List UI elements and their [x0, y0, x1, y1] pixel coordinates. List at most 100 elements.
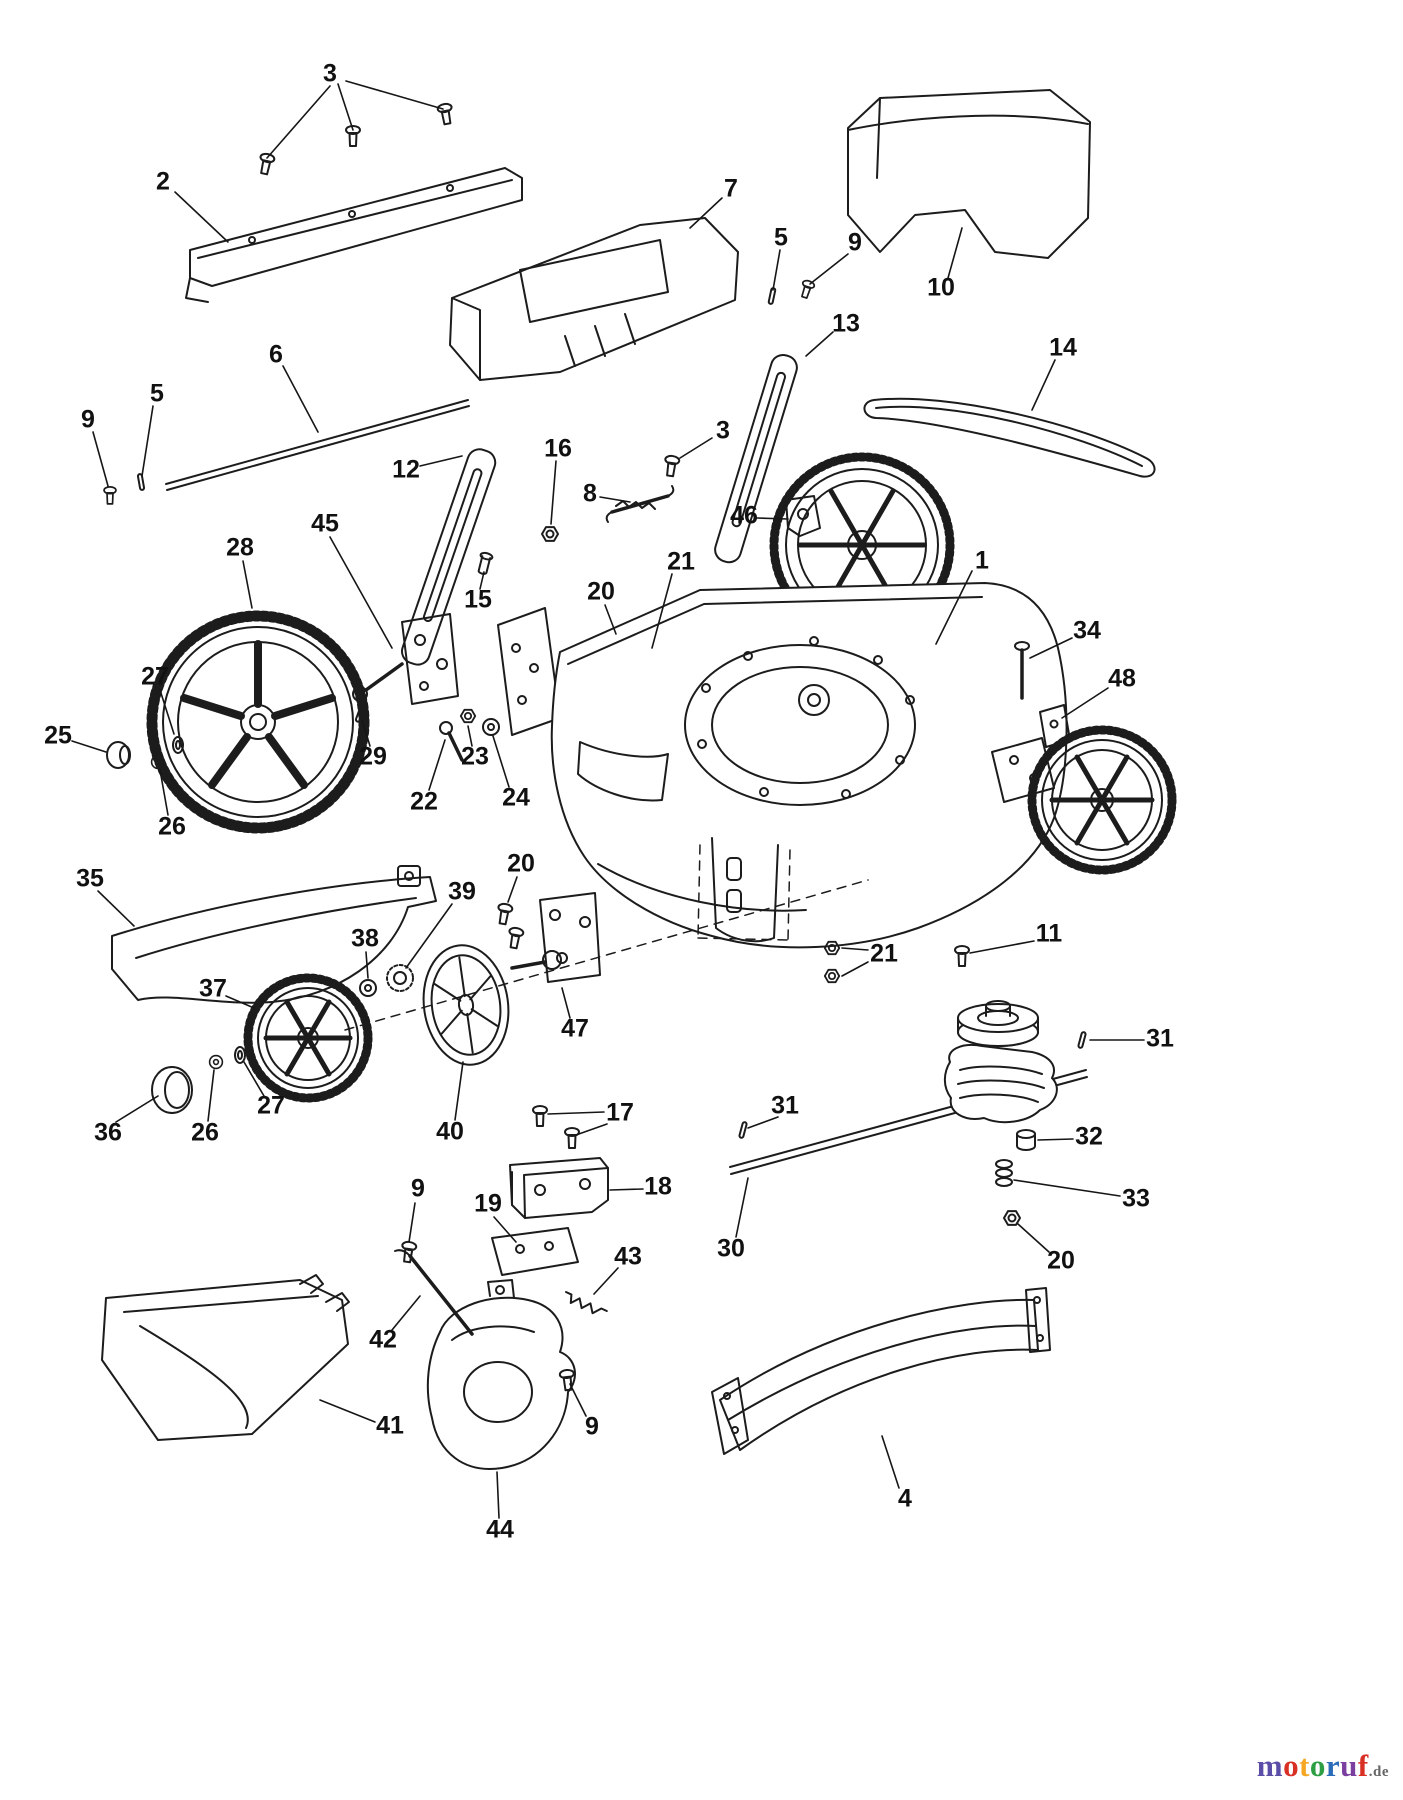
leader-line	[159, 769, 169, 816]
part-number-label: 8	[583, 480, 597, 508]
leader-line	[405, 903, 453, 969]
leader-line	[969, 940, 1035, 954]
part-number-label: 21	[870, 940, 898, 968]
axle-centerline	[344, 879, 869, 1031]
motoruf-logo[interactable]: motoruf.de	[1257, 1748, 1389, 1784]
leader-line	[242, 560, 253, 609]
part-number-label: 20	[507, 850, 535, 878]
logo-letter: m	[1256, 1748, 1284, 1783]
leader-line	[1061, 687, 1109, 719]
leader-line	[935, 570, 973, 645]
leader-line	[496, 1471, 500, 1519]
leader-line	[225, 995, 255, 1009]
leader-line	[561, 987, 571, 1019]
handle-rod	[165, 399, 470, 491]
part-number-label: 19	[474, 1190, 502, 1218]
part-number-label: 15	[464, 586, 492, 614]
leader-line	[547, 1111, 605, 1115]
leader-line	[391, 1295, 421, 1331]
part-number-label: 36	[94, 1119, 122, 1147]
toothed-washer	[359, 979, 377, 997]
drive-pulley	[957, 1000, 1039, 1047]
part-number-label: 28	[226, 534, 254, 562]
leader-line	[243, 1061, 265, 1097]
part-number-label: 18	[644, 1173, 672, 1201]
shoulder-screw	[477, 551, 494, 575]
gearbox	[943, 1044, 1058, 1124]
leader-line	[428, 739, 446, 791]
logo-letter: o	[1283, 1748, 1300, 1783]
part-number-label: 2	[156, 168, 170, 196]
drive-pinion-gear	[386, 964, 414, 992]
wheel-rear-left	[146, 610, 370, 834]
flat-washer	[208, 1054, 224, 1070]
part-number-label: 48	[1108, 665, 1136, 693]
part-number-label: 12	[392, 456, 420, 484]
part-number-label: 40	[436, 1118, 464, 1146]
leader-line	[71, 740, 107, 753]
part-number-label: 9	[848, 229, 862, 257]
drive-belt	[863, 397, 1156, 478]
part-number-label: 42	[369, 1326, 397, 1354]
wheel-cap	[151, 1066, 193, 1114]
part-number-label: 14	[1049, 334, 1077, 362]
leader-line	[207, 1069, 215, 1122]
reinforcement-plate	[491, 1227, 579, 1276]
part-number-label: 9	[411, 1175, 425, 1203]
spacer-washer	[234, 1046, 246, 1064]
leader-line	[604, 604, 617, 635]
part-number-label: 39	[448, 878, 476, 906]
leader-line	[575, 1123, 608, 1136]
part-number-label: 20	[587, 578, 615, 606]
handle-bracket-left	[401, 448, 497, 666]
handle-bracket-right	[714, 353, 798, 564]
leader-line	[593, 1267, 619, 1295]
part-number-label: 21	[667, 548, 695, 576]
leader-line	[609, 1188, 644, 1191]
part-number-label: 31	[771, 1092, 799, 1120]
part-number-label: 24	[502, 784, 530, 812]
part-number-label: 20	[1047, 1247, 1075, 1275]
part-number-label: 9	[585, 1413, 599, 1441]
part-number-label: 5	[150, 380, 164, 408]
part-number-label: 29	[359, 743, 387, 771]
screw	[494, 901, 514, 927]
part-number-label: 5	[774, 224, 788, 252]
leader-line	[329, 536, 393, 649]
cotter-pin	[767, 286, 777, 306]
leader-line	[599, 496, 631, 503]
leader-line	[1031, 359, 1056, 411]
leader-line	[1013, 1179, 1121, 1197]
leader-line	[881, 1435, 900, 1489]
wheel-front-right	[1027, 725, 1177, 875]
part-number-label: 9	[81, 406, 95, 434]
part-number-label: 6	[269, 341, 283, 369]
screw	[954, 945, 970, 967]
leader-line	[841, 947, 869, 951]
leader-line	[345, 80, 444, 110]
handle-control-panel	[449, 217, 739, 381]
leader-lines	[71, 80, 1145, 1519]
extension-spring	[565, 1291, 608, 1315]
screw	[558, 1368, 577, 1392]
leader-line	[679, 437, 713, 459]
part-number-label: 16	[544, 435, 572, 463]
part-number-label: 33	[1122, 1185, 1150, 1213]
hex-nut	[459, 708, 477, 724]
leader-line	[772, 249, 781, 291]
leader-line	[467, 725, 473, 747]
wheel-adjuster-bracket	[510, 892, 601, 983]
screw	[532, 1105, 548, 1127]
leader-line	[282, 365, 319, 433]
screw	[564, 1127, 580, 1149]
leader-line	[266, 85, 331, 159]
hex-nut	[823, 968, 841, 984]
cotter-pin	[136, 472, 146, 492]
part-number-label: 34	[1073, 617, 1101, 645]
leader-line	[947, 227, 963, 279]
handle-mount-plate	[497, 607, 561, 736]
mulch-cover	[426, 1279, 576, 1470]
logo-letter: f	[1357, 1748, 1369, 1783]
